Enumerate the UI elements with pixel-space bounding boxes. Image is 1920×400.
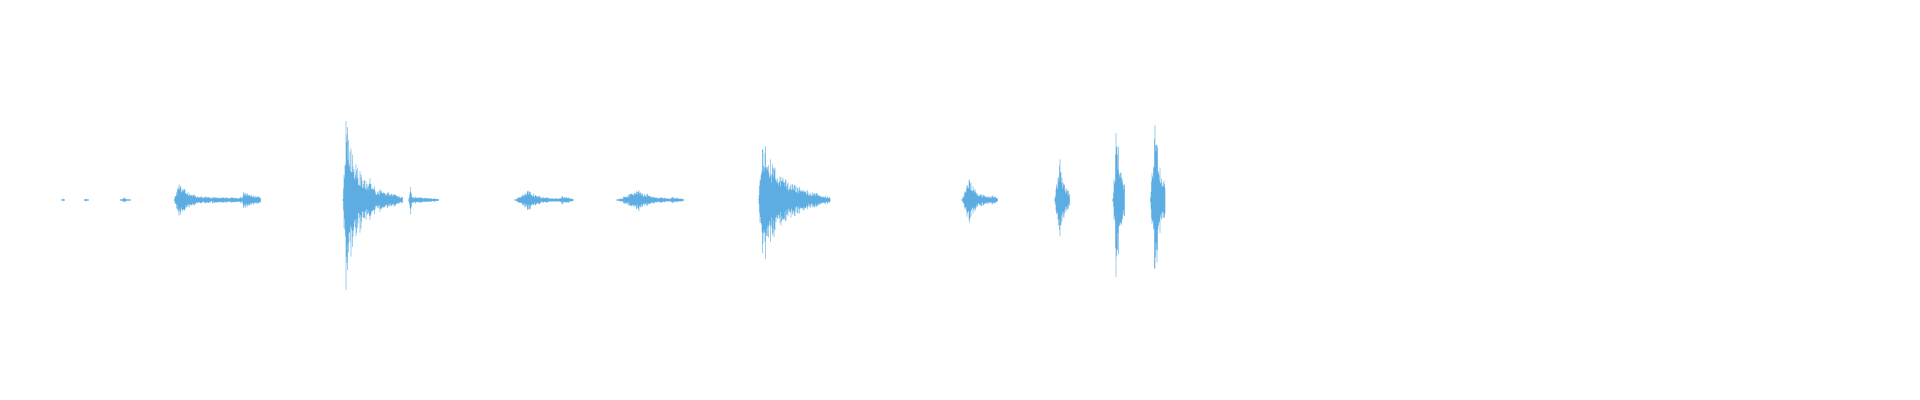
waveform-segment [961, 179, 998, 223]
waveform-segment [1112, 133, 1125, 277]
waveform-segment [616, 190, 684, 212]
waveform-segment [1054, 159, 1070, 237]
waveform-segment [61, 198, 65, 202]
waveform-segment [514, 190, 574, 211]
waveform-segment [120, 197, 131, 203]
waveform-segment [174, 184, 261, 216]
waveform-segment [758, 146, 831, 260]
waveform-segment [84, 198, 89, 202]
waveform-segment [342, 121, 403, 291]
waveform-segment [408, 187, 439, 215]
waveform-segment [1150, 125, 1166, 270]
waveform-segments [61, 121, 1166, 291]
